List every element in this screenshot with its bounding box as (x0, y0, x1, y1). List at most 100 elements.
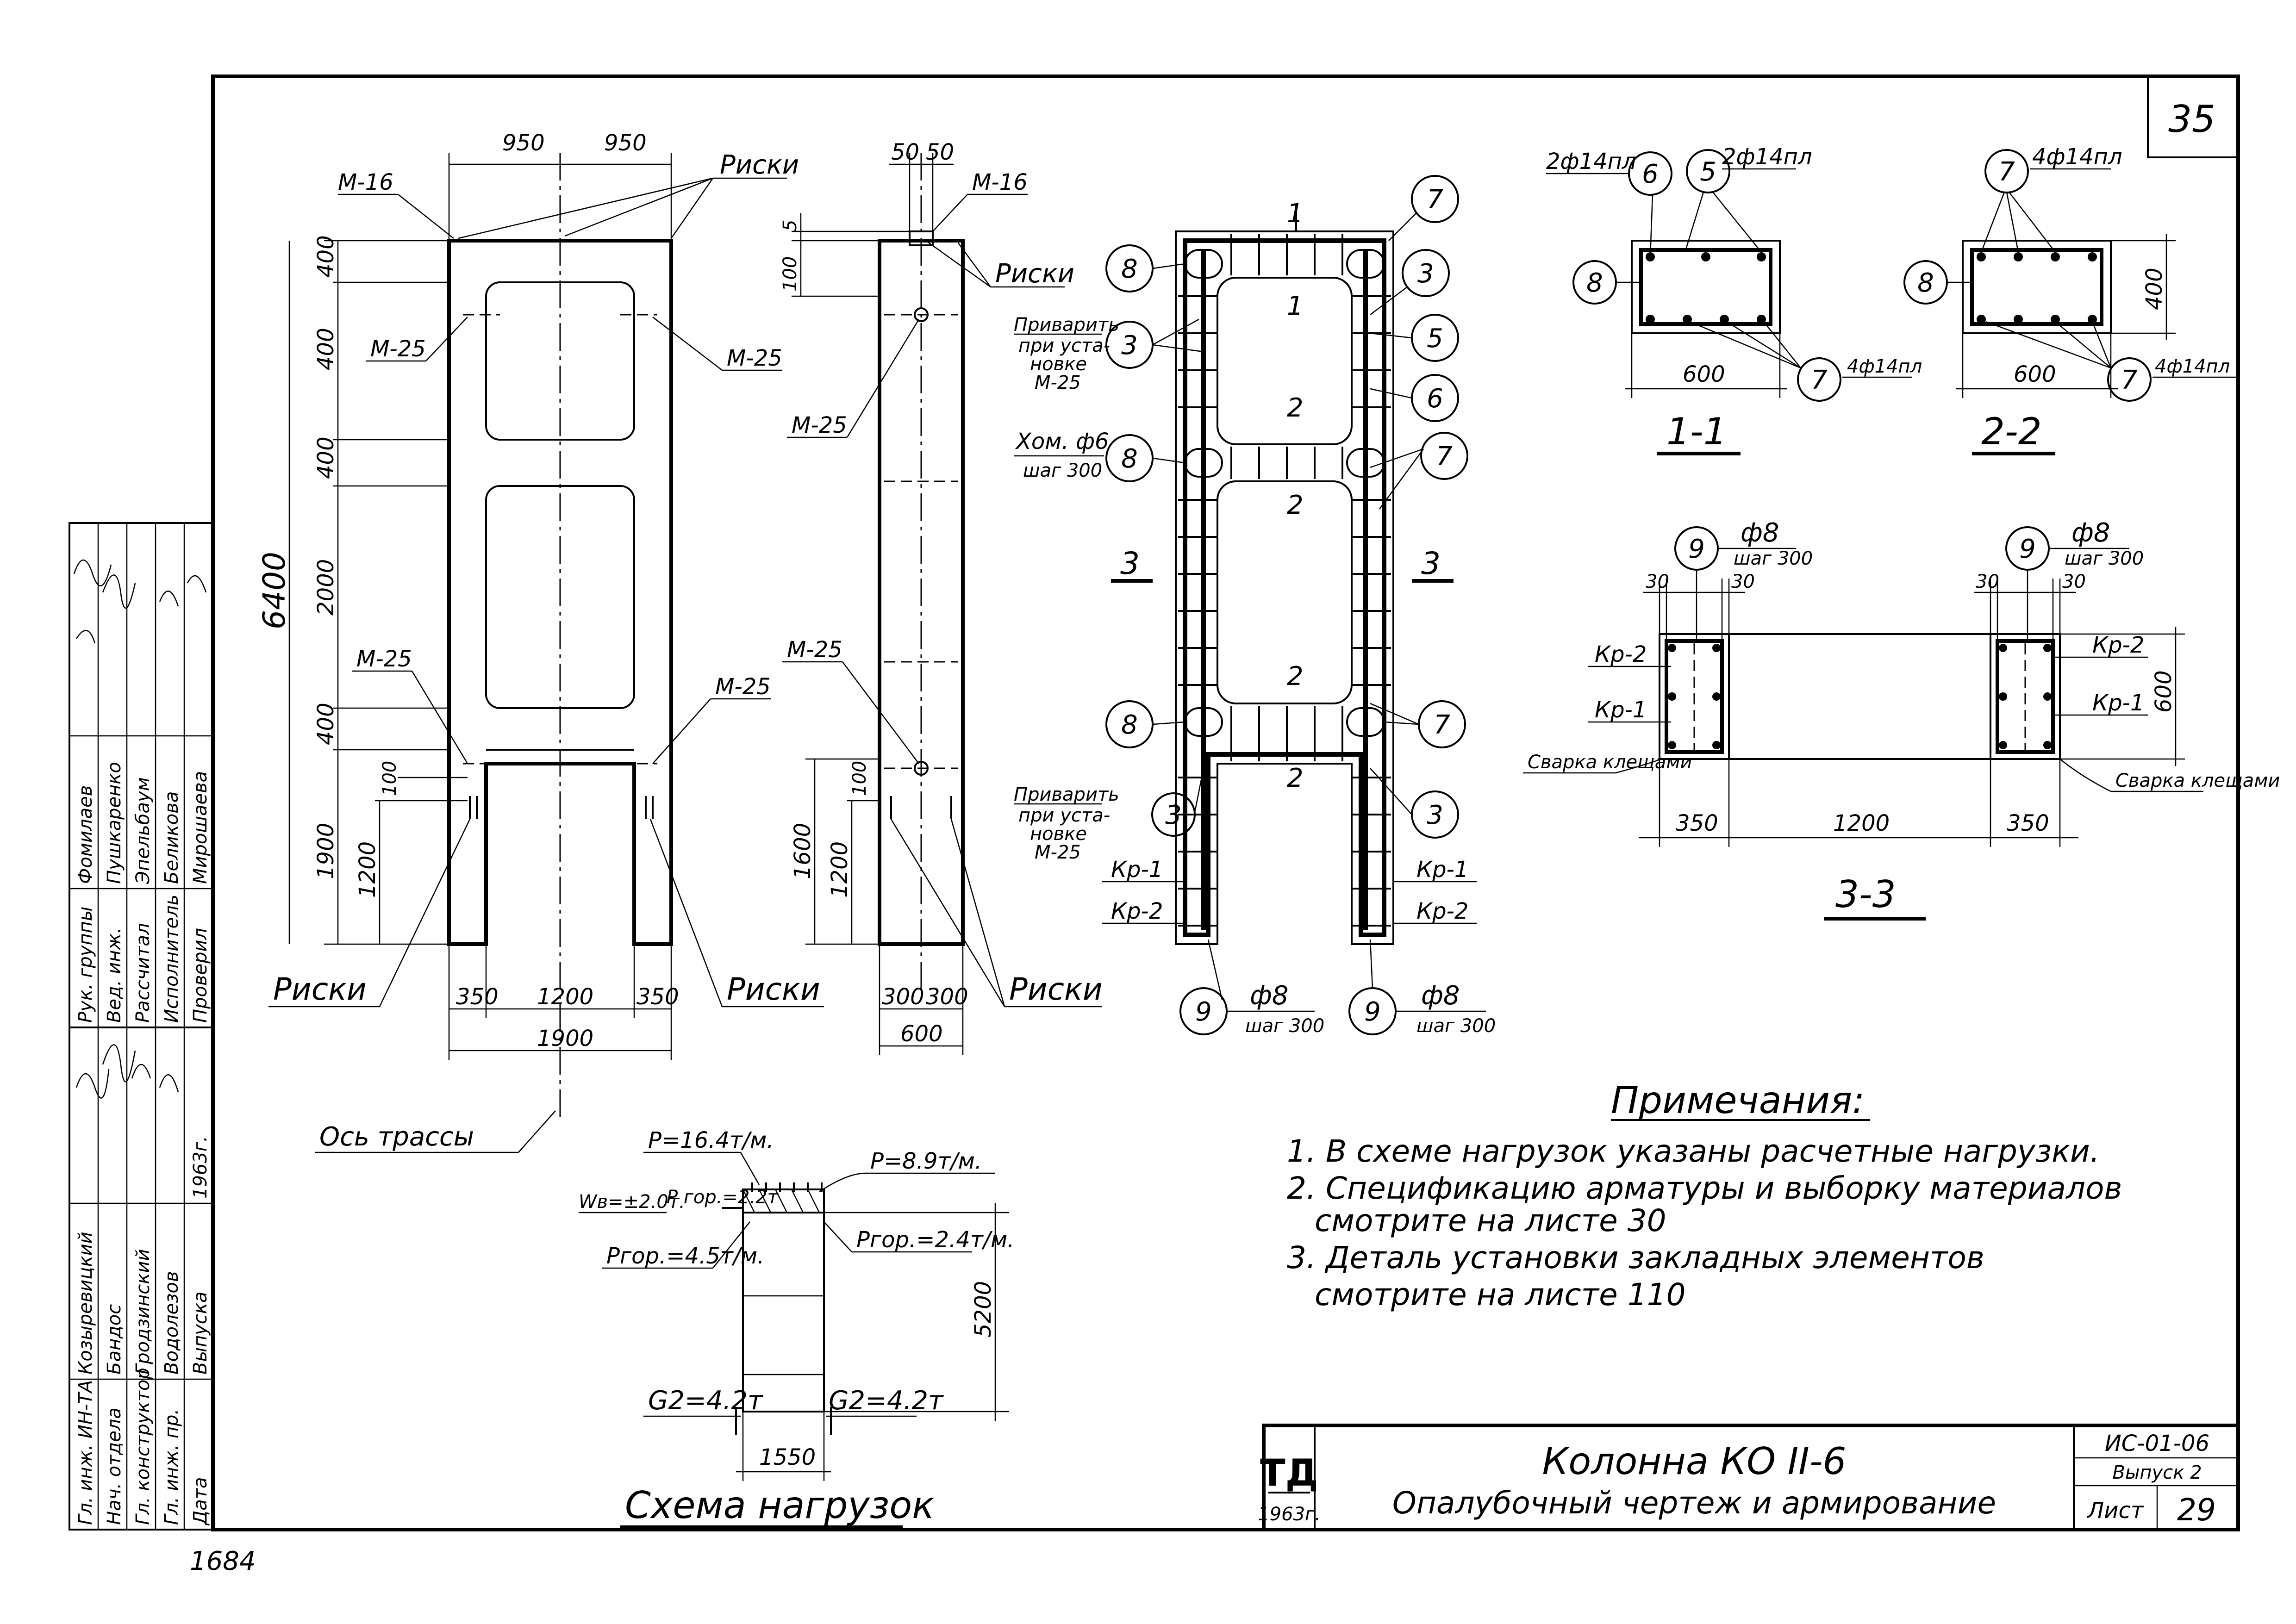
weld-note: Приварить (1014, 314, 1119, 336)
label-riski: Риски (995, 259, 1074, 289)
marker: 7 (1427, 185, 1443, 215)
title-block: ТД 1963г. Колонна КО II-6 Опалубочный че… (1258, 1424, 2240, 1531)
section-mark: 2 (1287, 763, 1304, 793)
load-p-top: P гор.=2.2т (667, 1187, 779, 1208)
stirrup-note: шаг 300 (1023, 460, 1102, 481)
stamp-name: Бандос (104, 1304, 125, 1375)
stamp-name: Выпуска (190, 1291, 211, 1375)
marker: 6 (1427, 384, 1443, 414)
load-w: Wв=±2.0т. (579, 1191, 685, 1213)
sheet-frame: 35 (211, 75, 2240, 1531)
kp1-label: Кр-1 (1595, 697, 1647, 723)
weld-note: при уста- (1018, 335, 1110, 356)
marker: 3 (1121, 330, 1138, 361)
bar9-note: ф8 (1250, 981, 1289, 1011)
dim-350: 350 (1676, 810, 1718, 836)
stamp-name: Эпельбаум (132, 777, 154, 884)
sheet-number: 29 (2177, 1492, 2216, 1528)
label-axis: Ось трассы (319, 1122, 474, 1152)
section-3-3: 30 30 30 30 600 350 1200 350 Кр-2 Кр-1 К… (1523, 518, 2280, 921)
left-stamp: Рук. группы Вед. инж. Рассчитал Исполнит… (69, 522, 214, 1531)
handwritten-note: 1684 (190, 1546, 256, 1576)
marker: 3 (1417, 259, 1434, 289)
stamp-role: Рассчитал (132, 923, 154, 1023)
dim-400: 400 (313, 328, 339, 370)
note-item: 3. Деталь установки закладных элементов (1287, 1240, 1984, 1276)
page-number: 35 (2168, 98, 2215, 141)
rebar-label: 4ф14пл (2032, 144, 2122, 170)
load-h-right: Pгор.=2.4т/м. (856, 1227, 1014, 1253)
stirrups (1178, 234, 1391, 927)
stamp-name: Мирошаева (190, 771, 211, 884)
sheet-label: Лист (2086, 1498, 2145, 1524)
dim-30: 30 (1976, 571, 1999, 592)
dim-1200: 1200 (537, 984, 593, 1010)
dim-50: 50 (891, 139, 919, 165)
stamp-name: Козыревицкий (75, 1232, 96, 1375)
marker: 8 (1121, 710, 1138, 740)
section-title: 3-3 (1835, 873, 1896, 916)
dim-300: 300 (926, 984, 968, 1010)
label-m25: М-25 (727, 345, 782, 371)
section-mark: 2 (1287, 490, 1304, 520)
drawing-subtitle: Опалубочный чертеж и армирование (1392, 1485, 1996, 1521)
label-riski: Риски (273, 971, 367, 1007)
dim-1200: 1200 (355, 841, 381, 898)
load-g-right: G2=4.2т (829, 1386, 944, 1416)
marker: 8 (1917, 268, 1934, 298)
signatures (73, 559, 207, 1099)
marker: 9 (1364, 997, 1381, 1027)
stamp-date: 1963г. (190, 1136, 211, 1199)
weld-note: новке (1030, 823, 1087, 845)
reinforcement-view: 1 1 2 2 2 2 3 3 7 8 3 3 5 6 7 8 8 (1014, 175, 1496, 1037)
rebar-label: 2ф14пл (1722, 144, 1812, 170)
marker: 7 (1998, 157, 2015, 187)
dim-1200: 1200 (827, 841, 853, 898)
weld-note: новке (1030, 354, 1087, 375)
position-markers: 7 8 3 3 5 6 7 8 8 7 3 3 9 9 (1105, 175, 1468, 1035)
marker: 8 (1121, 254, 1138, 284)
weld-label: Сварка клещами (1528, 752, 1692, 773)
dim-950-right: 950 (604, 130, 647, 156)
section-mark: 2 (1287, 393, 1304, 423)
weld-note: Приварить (1014, 784, 1119, 805)
stamp-role: Дата (190, 1477, 211, 1526)
bar-label: ф8 (1741, 518, 1779, 548)
label-m16: М-16 (338, 169, 393, 195)
load-p-left: P=16.4т/м. (648, 1127, 774, 1153)
label-m25: М-25 (356, 646, 412, 672)
stirrup-note: Хом. ф6 (1015, 429, 1109, 454)
rebar-label: 2ф14пл (1546, 149, 1636, 174)
stamp-role: Гл. инж. пр. (161, 1409, 182, 1525)
marker: 5 (1700, 157, 1716, 187)
load-scheme: 1550 5200 P=16.4т/м. P=8.9т/м. Wв=±2.0т.… (579, 1127, 1014, 1529)
dim-2000: 2000 (313, 559, 339, 616)
marker: 8 (1586, 268, 1603, 298)
marker: 3 (1165, 800, 1182, 830)
kp2-label: Кр-2 (1111, 898, 1163, 924)
label-riski: Риски (1009, 971, 1103, 1007)
dim-400: 400 (313, 235, 339, 278)
section-mark: 1 (1287, 291, 1304, 321)
dim-400: 400 (313, 436, 339, 479)
dim-600: 600 (1683, 361, 1725, 387)
section-title: 1-1 (1666, 410, 1727, 453)
dim-1900: 1900 (313, 823, 339, 879)
section-mark: 2 (1287, 661, 1304, 691)
dim-1550: 1550 (759, 1444, 816, 1470)
dim-30: 30 (1646, 571, 1669, 592)
rebar-label: 4ф14пл (1847, 356, 1922, 377)
dim-100: 100 (780, 256, 801, 292)
stamp-role: Рук. группы (75, 907, 96, 1023)
kp2-label: Кр-2 (1416, 898, 1468, 924)
dim-400: 400 (2141, 268, 2167, 310)
note-item: смотрите на листе 30 (1315, 1203, 1666, 1238)
kp1-label: Кр-1 (2092, 690, 2144, 716)
bar9-note: шаг 300 (1416, 1015, 1496, 1037)
stamp-name: Фомилаев (75, 785, 96, 884)
stamp-role: Гл. инж. ИН-ТА (75, 1380, 96, 1525)
section-mark-3: 3 (1120, 546, 1140, 581)
bar-label: ф8 (2071, 518, 2110, 548)
weld-note: М-25 (1035, 372, 1081, 393)
